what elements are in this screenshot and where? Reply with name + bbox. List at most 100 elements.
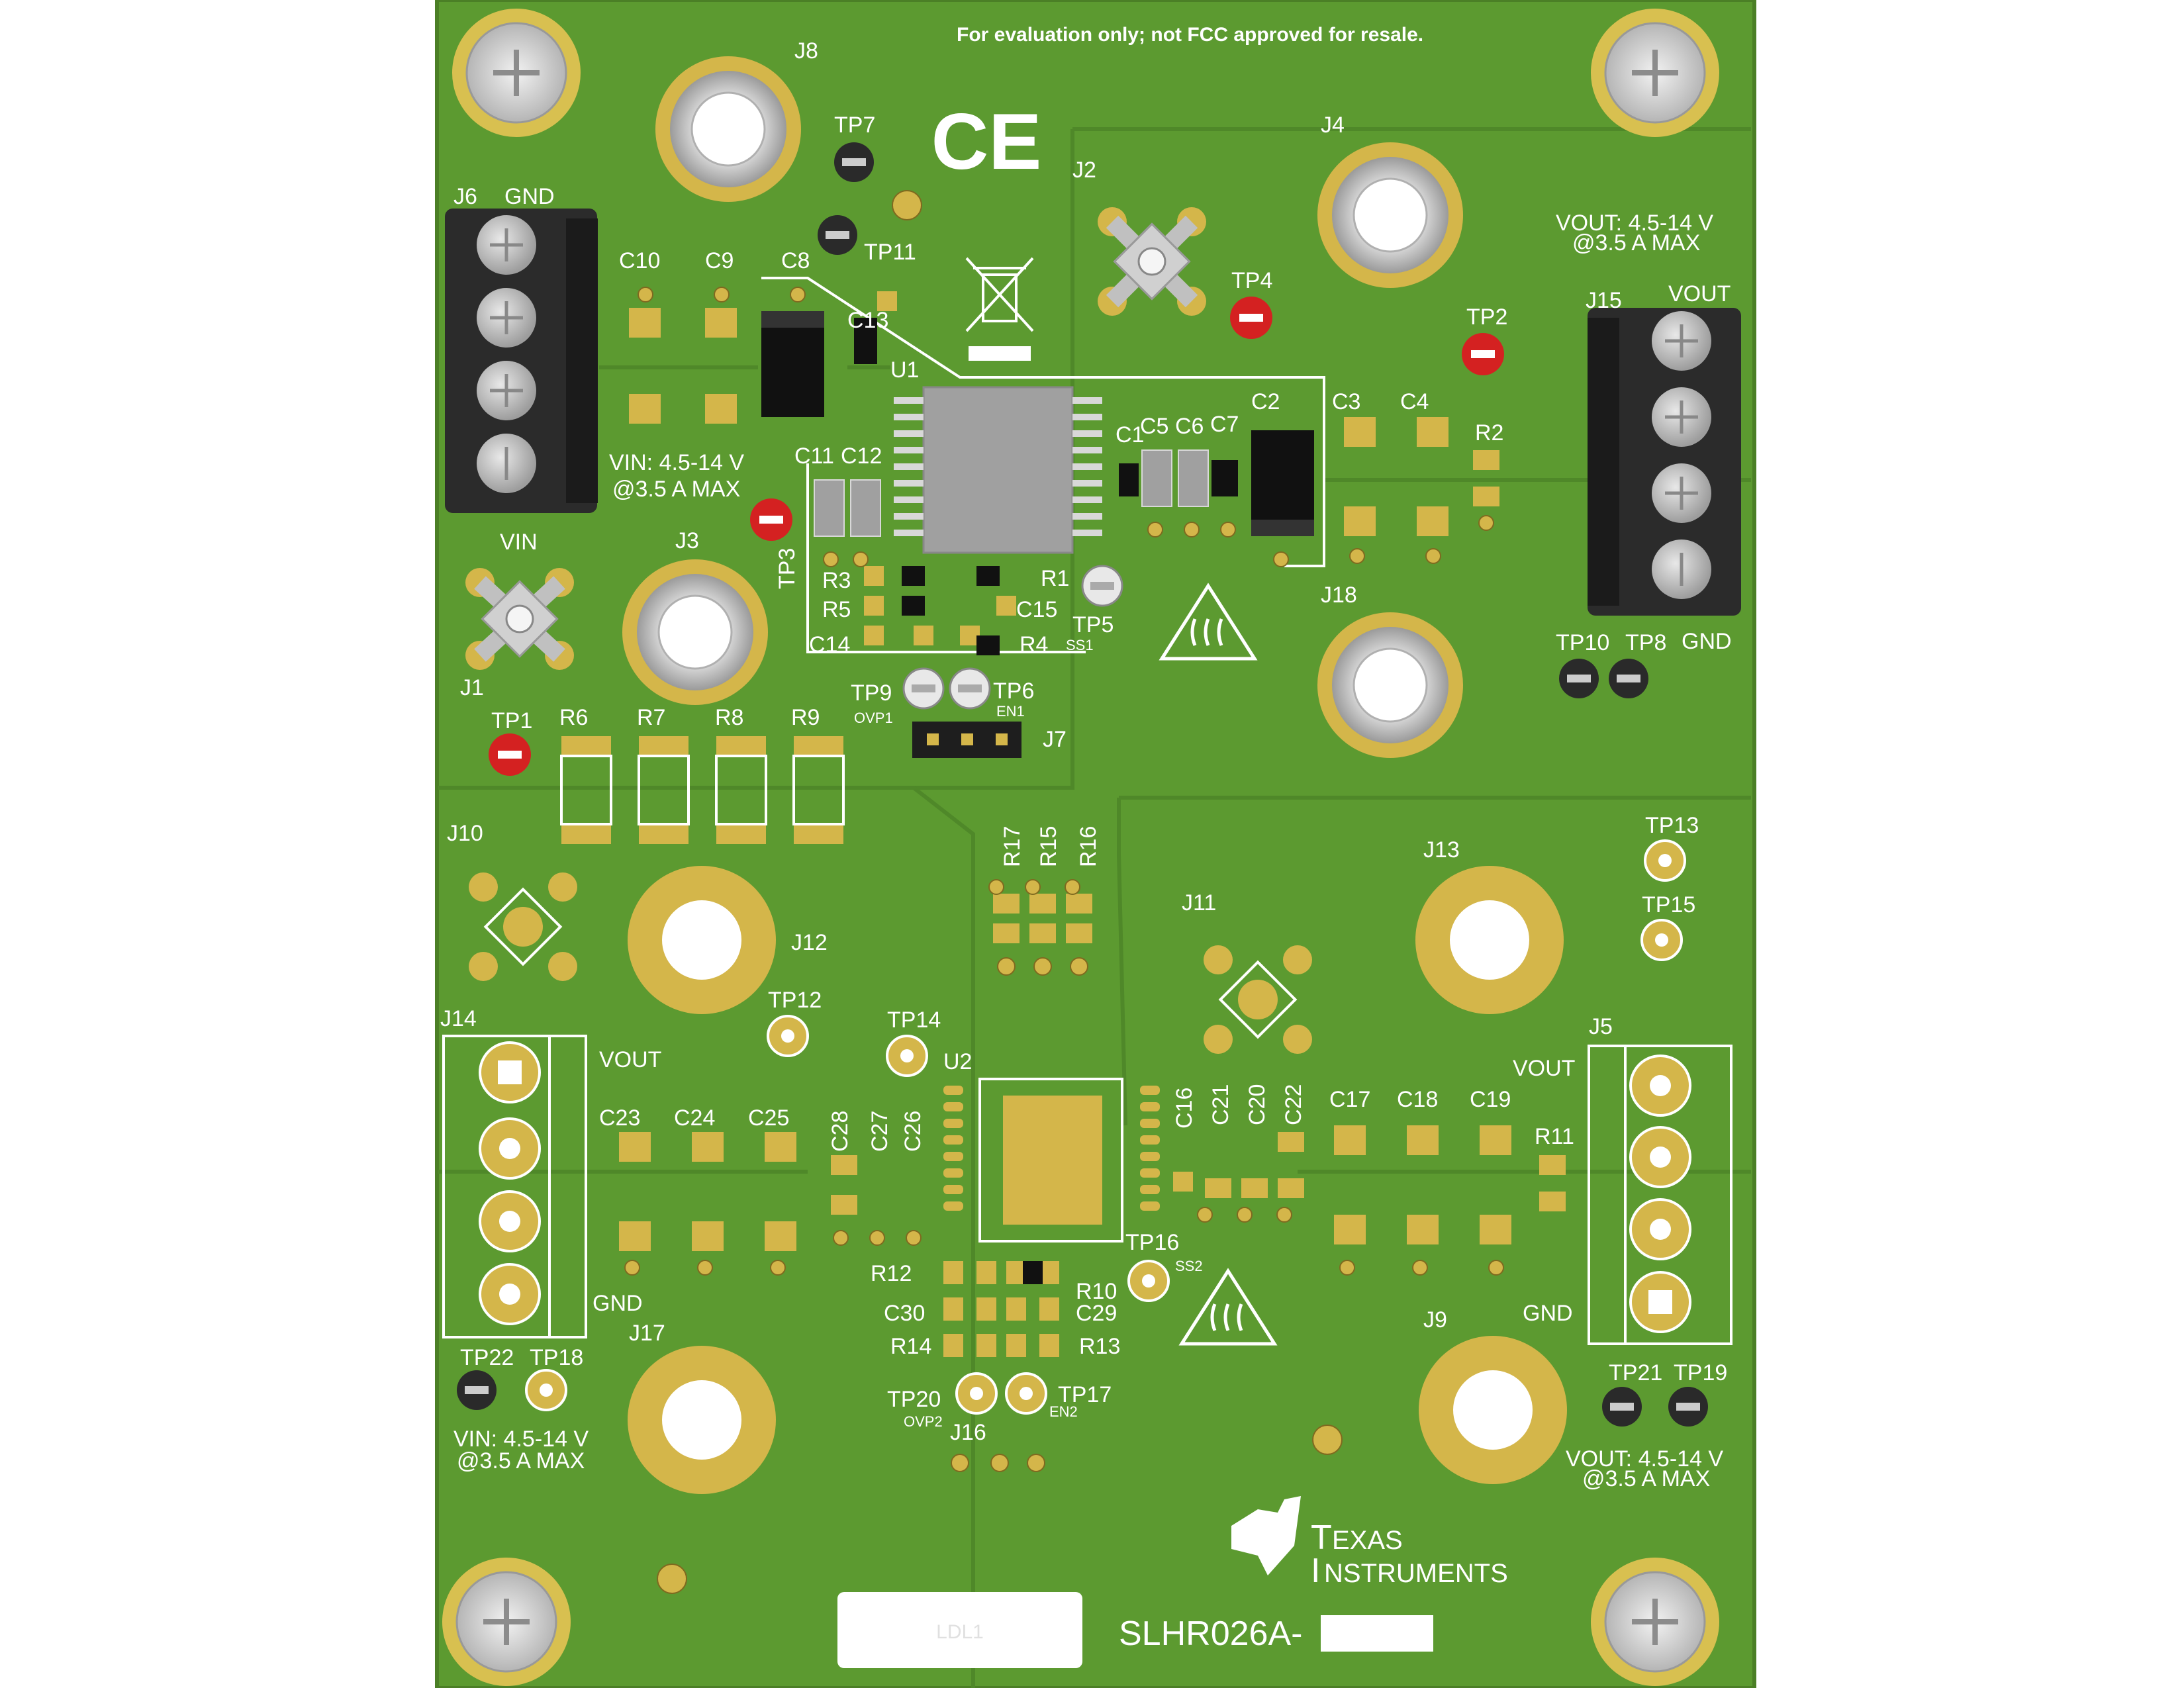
ldl-label: LDL1 — [936, 1621, 984, 1643]
label-gnd-j6: GND — [504, 184, 555, 209]
texas-instruments-logo-icon: T EXAS I NSTRUMENTS — [1231, 1496, 1508, 1590]
refdes-c25: C25 — [748, 1105, 789, 1131]
label-vout-j15: VOUT — [1668, 281, 1731, 306]
label-en1: EN1 — [996, 703, 1025, 720]
vout-rating-top: VOUT: 4.5-14 V — [1556, 211, 1713, 236]
test-point-tp11[interactable] — [818, 215, 857, 255]
ic-u2 — [943, 1078, 1160, 1243]
refdes-c15: C15 — [1016, 597, 1057, 622]
refdes-j18: J18 — [1321, 583, 1357, 608]
refdes-r7: R7 — [637, 705, 665, 730]
refdes-j15: J15 — [1586, 288, 1622, 313]
sma-connector-j2[interactable] — [1098, 207, 1206, 316]
refdes-c22: C22 — [1281, 1084, 1306, 1125]
banana-jack-j17[interactable] — [628, 1346, 776, 1494]
test-point-tp2[interactable] — [1462, 333, 1504, 375]
refdes-tp21: TP21 — [1609, 1360, 1662, 1385]
refdes-j7: J7 — [1043, 727, 1067, 752]
refdes-c23: C23 — [599, 1105, 640, 1131]
label-vin-j6: VIN — [500, 530, 538, 555]
test-point-tp7[interactable] — [834, 142, 874, 182]
refdes-c20: C20 — [1245, 1084, 1270, 1125]
banana-jack-j3[interactable] — [622, 559, 768, 705]
test-point-tp15[interactable] — [1640, 919, 1683, 961]
svg-text:I: I — [1311, 1552, 1320, 1590]
refdes-c16: C16 — [1172, 1088, 1197, 1129]
test-point-tp17[interactable] — [1005, 1372, 1047, 1415]
refdes-j12: J12 — [791, 930, 828, 955]
refdes-j1: J1 — [460, 675, 484, 700]
refdes-tp11: TP11 — [864, 240, 916, 265]
refdes-c28: C28 — [828, 1111, 853, 1152]
header-j7[interactable] — [912, 722, 1021, 758]
hot-surface-warning-icon-2 — [1178, 1268, 1278, 1346]
banana-jack-j4[interactable] — [1317, 142, 1463, 288]
refdes-r13: R13 — [1079, 1334, 1120, 1359]
refdes-j10: J10 — [447, 821, 483, 846]
test-point-tp12[interactable] — [767, 1015, 809, 1057]
banana-jack-j8[interactable] — [655, 56, 801, 202]
test-point-tp14[interactable] — [886, 1035, 928, 1077]
terminal-footprint-j14[interactable] — [442, 1035, 587, 1338]
refdes-c10: C10 — [619, 248, 660, 273]
refdes-j3: J3 — [675, 528, 699, 553]
refdes-c12: C12 — [841, 444, 882, 469]
refdes-tp2: TP2 — [1466, 305, 1507, 330]
test-point-tp18[interactable] — [525, 1369, 567, 1411]
sma-footprint-j11[interactable] — [1204, 945, 1312, 1054]
test-point-tp16[interactable] — [1127, 1260, 1170, 1302]
banana-jack-j9[interactable] — [1419, 1336, 1567, 1484]
test-point-tp8[interactable] — [1609, 659, 1648, 698]
label-ss2: SS2 — [1175, 1258, 1203, 1274]
test-point-tp3[interactable] — [750, 498, 792, 541]
refdes-r4: R4 — [1020, 632, 1048, 657]
refdes-j11: J11 — [1182, 890, 1216, 915]
banana-jack-j13[interactable] — [1415, 866, 1564, 1014]
refdes-c7: C7 — [1210, 412, 1239, 437]
test-point-tp6[interactable] — [949, 667, 991, 710]
refdes-j16: J16 — [950, 1420, 986, 1445]
test-point-tp13[interactable] — [1644, 839, 1686, 882]
sma-connector-j1[interactable] — [465, 568, 574, 670]
refdes-c4: C4 — [1400, 389, 1429, 414]
refdes-c3: C3 — [1332, 389, 1360, 414]
refdes-r8: R8 — [715, 705, 743, 730]
test-point-tp5[interactable] — [1081, 565, 1123, 607]
refdes-tp8: TP8 — [1625, 630, 1666, 655]
label-vout-j5: VOUT — [1513, 1056, 1575, 1081]
refdes-r6: R6 — [559, 705, 588, 730]
refdes-j9: J9 — [1423, 1307, 1447, 1333]
capacitor-c13-body — [761, 311, 824, 417]
svg-text:T: T — [1311, 1519, 1332, 1557]
refdes-c11: C11 — [794, 444, 834, 469]
refdes-tp18: TP18 — [530, 1345, 583, 1370]
banana-jack-j18[interactable] — [1317, 612, 1463, 758]
sma-footprint-j10[interactable] — [469, 872, 577, 981]
refdes-j14: J14 — [440, 1006, 477, 1031]
refdes-r2: R2 — [1475, 420, 1503, 445]
test-point-tp1[interactable] — [489, 733, 531, 776]
amax-bottom-right: @3.5 A MAX — [1582, 1466, 1710, 1491]
refdes-tp20: TP20 — [887, 1387, 941, 1412]
ic-u1 — [894, 386, 1102, 554]
refdes-tp6: TP6 — [993, 679, 1034, 704]
label-gnd-j5: GND — [1523, 1301, 1573, 1326]
test-point-tp4[interactable] — [1230, 297, 1272, 339]
refdes-r11: R11 — [1535, 1124, 1574, 1149]
refdes-tp9: TP9 — [851, 680, 892, 706]
test-point-tp22[interactable] — [457, 1370, 497, 1410]
label-gnd-j15: GND — [1682, 629, 1732, 654]
terminal-footprint-j5[interactable] — [1588, 1045, 1733, 1345]
terminal-block-j15[interactable] — [1588, 308, 1741, 616]
test-point-tp21[interactable] — [1602, 1387, 1642, 1427]
refdes-r17: R17 — [1000, 826, 1025, 867]
terminal-block-j6[interactable] — [445, 209, 598, 513]
test-point-tp20[interactable] — [955, 1372, 998, 1415]
banana-jack-j12[interactable] — [628, 866, 776, 1014]
test-point-tp19[interactable] — [1668, 1387, 1708, 1427]
refdes-tp16: TP16 — [1125, 1230, 1179, 1255]
test-point-tp10[interactable] — [1559, 659, 1599, 698]
test-point-tp9[interactable] — [902, 667, 945, 710]
refdes-c17: C17 — [1329, 1087, 1370, 1112]
refdes-c24: C24 — [674, 1105, 715, 1131]
